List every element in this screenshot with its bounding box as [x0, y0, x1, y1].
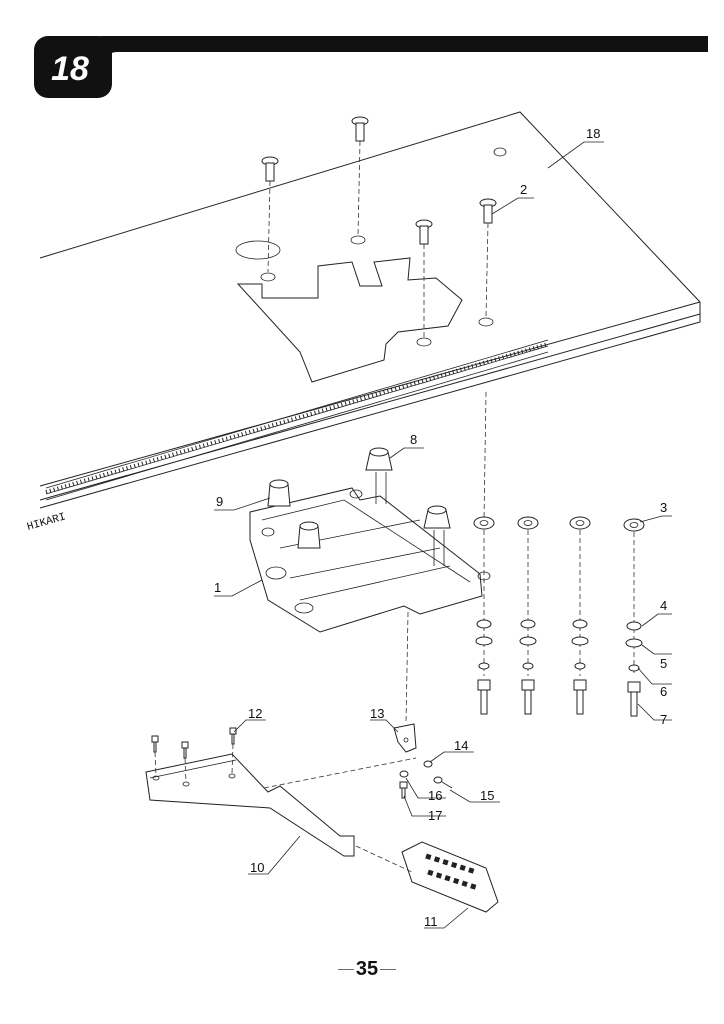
stack	[623, 518, 645, 717]
callout-11: 11	[424, 914, 438, 929]
rivet-pins	[261, 116, 497, 338]
page-rule-right	[380, 969, 397, 971]
callout-18: 18	[586, 126, 600, 141]
callout-10: 10	[250, 860, 264, 875]
table-top: HIKARI	[26, 111, 701, 534]
callout-16: 16	[428, 788, 442, 803]
brand-mark: HIKARI	[26, 511, 67, 533]
cushion	[423, 505, 451, 529]
page-number: 35	[332, 958, 402, 981]
screw	[433, 776, 453, 789]
callout-17: 17	[428, 808, 442, 823]
mounting-base	[249, 391, 491, 725]
pin	[351, 116, 369, 142]
cushion	[365, 447, 393, 471]
section-header: 18	[34, 36, 708, 98]
callout-7: 7	[660, 712, 667, 727]
section-number: 18	[51, 50, 89, 88]
cushion	[267, 479, 291, 507]
callout-13: 13	[370, 706, 384, 721]
page-number-text: 35	[355, 958, 379, 980]
callout-4: 4	[660, 598, 667, 613]
stack	[569, 516, 591, 715]
callout-8: 8	[410, 432, 417, 447]
washer	[399, 770, 409, 778]
cushion	[297, 521, 321, 549]
callout-1: 1	[214, 580, 221, 595]
pin	[415, 219, 433, 245]
callout-14: 14	[454, 738, 468, 753]
screw	[151, 735, 159, 753]
callout-15: 15	[480, 788, 494, 803]
hardware-stacks	[473, 516, 645, 717]
screw	[181, 741, 189, 759]
callout-5: 5	[660, 656, 667, 671]
pin	[261, 156, 279, 182]
callout-12: 12	[248, 706, 262, 721]
callout-3: 3	[660, 500, 667, 515]
page-rule-left	[337, 969, 354, 971]
lower-brackets	[145, 723, 499, 913]
stack	[473, 516, 495, 715]
screw	[399, 781, 408, 799]
ruler-scale	[45, 339, 549, 501]
stack	[517, 516, 539, 715]
pin	[479, 198, 497, 224]
callout-9: 9	[216, 494, 223, 509]
washer	[423, 760, 433, 768]
callout-6: 6	[660, 684, 667, 699]
callout-2: 2	[520, 182, 527, 197]
callouts: 18 2 8 9 1 3 4 5 6 7 12 13 14 15 16 17 1	[214, 126, 672, 929]
